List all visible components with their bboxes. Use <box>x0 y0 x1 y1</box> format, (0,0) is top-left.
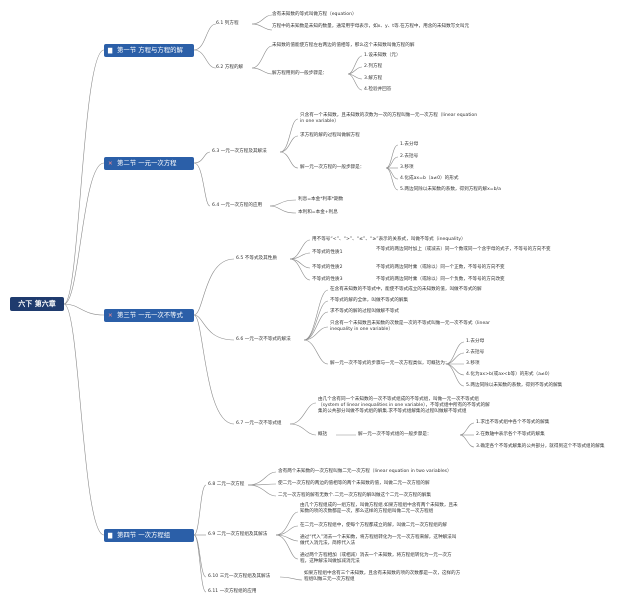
section-node-2[interactable]: ✕ 第二节 一元一次方程 <box>104 157 194 170</box>
topic-6-6[interactable]: 6.6 一元一次不等式的解法 <box>236 337 291 342</box>
leaf-text: 含有两个未知数的一次方程叫做二元一次方程（linear equation in … <box>278 469 452 474</box>
leaf-text: 含有未知数的等式叫做方程（equation） <box>272 12 357 17</box>
topic-6-2[interactable]: 6.2 方程的解 <box>216 65 244 70</box>
tools-icon: ✕ <box>108 313 113 319</box>
step-item: 3.移项 <box>400 165 414 170</box>
leaf-text: 解一元一次不等式组的一般步骤是： <box>358 432 432 437</box>
step-item: 1.设未知数（元） <box>364 53 401 58</box>
step-item: 3.移项 <box>466 361 480 366</box>
leaf-text: 通过两个方程相加（或相减）消去一个未知数，将方程组转化为一元一次方程，这种解法叫… <box>300 553 452 564</box>
section-title: 第三节 一元一次不等式（组） <box>108 311 183 333</box>
section-title: 第二节 一元一次方程 <box>117 159 177 167</box>
step-item: 4.检验并回答 <box>364 87 392 92</box>
leaf-text: 由几个含有同一个未知数的一次不等式组成的不等式组，叫做一元一次不等式组（syst… <box>318 397 490 414</box>
section-node-3[interactable]: ✕第三节 一元一次不等式（组） <box>104 309 194 333</box>
topic-6-7[interactable]: 6.7 一元一次不等式组 <box>236 421 282 426</box>
root-node[interactable]: 六下 第六章 <box>10 297 64 311</box>
topic-6-5[interactable]: 6.5 不等式及其性质 <box>236 256 277 261</box>
leaf-text: 本利和=本金+利息 <box>298 210 338 215</box>
leaf-text: 利息=本金*利率*期数 <box>298 197 344 202</box>
property-name: 不等式的性质2 <box>312 265 343 270</box>
step-item: 3.确定各个不等式解集的公共部分，就得到这个不等式组的解集 <box>476 444 605 449</box>
step-item: 1.去分母 <box>400 142 419 147</box>
leaf-text: 求方程的解的过程叫做解方程 <box>300 133 360 138</box>
property-text: 不等式的两边同时乘（或除以）同一个正数，不等号的方向不变 <box>376 265 505 270</box>
section-node-4[interactable]: ▇ 第四节 一次方程组 <box>104 529 194 542</box>
leaf-text: 方程中的未知数是未知的数量，通常用字母表示，如x、y、t等.在方程中，用含的未知… <box>272 24 470 29</box>
topic-6-3[interactable]: 6.3 一元一次方程及其解法 <box>212 149 267 154</box>
step-item: 4.化为ax>b(或ax<b等）的形式（a≠0） <box>466 372 553 377</box>
leaf-text: 在含有未知数的不等式中，能使不等式成立的未知数的值，叫做不等式的解 <box>330 287 482 292</box>
topic-6-8[interactable]: 6.8 二元一次方程 <box>208 482 245 487</box>
leaf-text: 求不等式的解的过程叫做解不等式 <box>330 309 399 314</box>
book-icon: ▇ <box>108 533 113 539</box>
step-item: 5.两边同除以未知数的系数，得到不等式的解集 <box>466 383 563 388</box>
property-name: 不等式的性质3 <box>312 277 343 282</box>
step-item: 2.去括号 <box>400 154 419 159</box>
leaf-text: 不等式的解的全体，叫做不等式的解集 <box>330 298 409 303</box>
leaf-text: 解一元一次方程的一般步骤是： <box>300 165 365 170</box>
section-node-1[interactable]: ▇ 第一节 方程与方程的解 <box>104 44 194 57</box>
leaf-text: 解方程用到的一般步骤是： <box>272 71 328 76</box>
leaf-text: 解一元一次不等式的步骤与一元一次方程类似，可概括为： <box>330 361 450 366</box>
leaf-text: 未知数的值能使方程左右两边的值相等，那么这个未知数叫做方程的解 <box>272 43 415 48</box>
topic-6-11[interactable]: 6.11 一次方程组的应用 <box>208 589 257 594</box>
tools-icon: ✕ <box>108 161 113 167</box>
section-title: 第四节 一次方程组 <box>117 531 171 539</box>
leaf-text: 只含有一个未知数，且未知数的次数为一次的方程叫做一元一次方程（linear eq… <box>300 113 478 124</box>
leaf-text: 如果方程组中含有三个未知数，且含有未知数的项的次数都是一次，这样的方程组叫做三元… <box>304 571 461 582</box>
property-text: 不等式的两边同时乘（或除以）同一个负数，不等号的方向改变 <box>376 277 505 282</box>
leaf-text: 由几个方程组成的一组方程，叫做方程组.如果方程组中含有两个未知数，且未知数的项的… <box>300 503 458 514</box>
leaf-text: 用不等号“<”、“>”、“≤”、“≥”表示的关系式，叫做不等式（inequali… <box>312 237 466 242</box>
property-text: 不等式的两边同时加上（或减去）同一个数或同一个含字母的式子，不等号的方向不变 <box>376 247 551 252</box>
leaf-text: 使二元一次方程的两边的值相等的两个未知数的值，叫做二元一次方程的解 <box>278 481 430 486</box>
book-icon: ▇ <box>108 48 113 54</box>
leaf-text: 二元一次方程的解有无数个.二元一次方程的解叫做这个二元一次方程的解集 <box>278 493 432 498</box>
leaf-text: 只含有一个未知数且未知数的次数是一次的不等式叫做一元一次不等式（linear i… <box>330 321 490 332</box>
section-title: 第一节 方程与方程的解 <box>117 46 183 54</box>
topic-6-4[interactable]: 6.4 一元一次方程的应用 <box>212 203 263 208</box>
step-item: 1.去分母 <box>466 339 485 344</box>
property-name: 不等式的性质1 <box>312 250 343 255</box>
leaf-text: 概括 <box>318 432 328 437</box>
step-item: 4.化成ax=b（a≠0）的形式 <box>400 176 459 181</box>
step-item: 2.去括号 <box>466 350 485 355</box>
leaf-text: 在二元一次方程组中，使每个方程都成立的解，叫做二元一次方程组的解 <box>300 523 448 528</box>
step-item: 3.解方程 <box>364 76 383 81</box>
topic-6-9[interactable]: 6.9 二元一次方程组及其解法 <box>208 532 268 537</box>
step-item: 5.两边同除以未知数的系数，得到方程的解x=b/a <box>400 187 501 192</box>
topic-6-10[interactable]: 6.10 三元一次方程组及其解法 <box>208 574 271 579</box>
leaf-text: 通过“代入”消去一个未知数，将方程组转化为一元一次方程来解，这种解法叫做代入消元… <box>300 535 457 546</box>
step-item: 2.列方程 <box>364 64 383 69</box>
step-item: 2.在数轴中表示各个不等式的解集 <box>476 432 545 437</box>
step-item: 1.求出不等式组中各个不等式的解集 <box>476 420 550 425</box>
topic-6-1[interactable]: 6.1 列方程 <box>216 21 239 26</box>
